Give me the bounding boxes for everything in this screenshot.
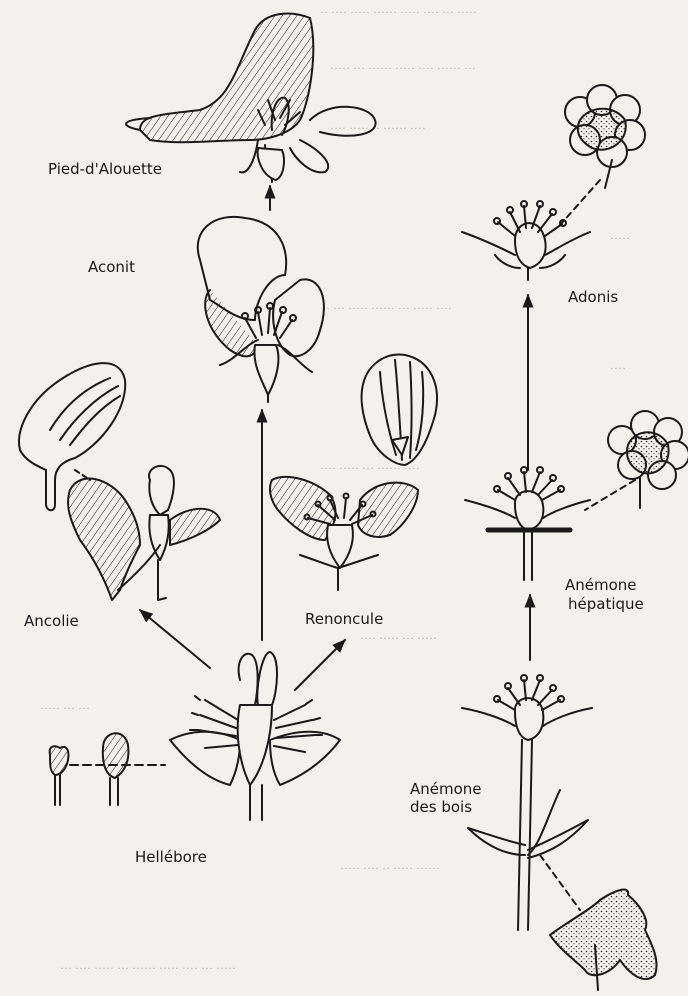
label-adonis: Adonis — [568, 288, 618, 306]
pied-alouette-flower-drawing — [126, 14, 375, 182]
label-aconit: Aconit — [88, 258, 135, 276]
hellebore-flower-drawing — [170, 652, 340, 820]
ancolie-flower-drawing — [68, 466, 220, 600]
arrow-hellebore-to-renoncule — [295, 640, 345, 690]
hepatique-fruit-drawing — [608, 411, 688, 508]
adonis-fruit-drawing — [565, 85, 645, 188]
hepatique-flower-drawing — [465, 467, 590, 580]
anemone-bois-flower-drawing — [462, 675, 592, 930]
label-anemone-bois-line1: Anémone — [410, 780, 482, 798]
label-anemone-hepatique-line2: hépatique — [568, 595, 644, 613]
renoncule-petal-drawing — [362, 355, 437, 465]
label-pied-alouette: Pied-d'Alouette — [48, 160, 162, 178]
label-anemone-bois-line2: des bois — [410, 798, 472, 816]
label-anemone-hepatique-line1: Anémone — [565, 576, 637, 594]
hellebore-follicle-drawing-1 — [50, 746, 69, 805]
adonis-dashed-link — [560, 180, 600, 225]
anemone-bois-leaf-drawing — [550, 890, 657, 990]
hepatique-dashed-link — [585, 480, 635, 510]
aconit-flower-drawing — [198, 217, 324, 402]
label-ancolie: Ancolie — [24, 612, 79, 630]
label-renoncule: Renoncule — [305, 610, 383, 628]
arrow-hellebore-to-ancolie — [140, 610, 210, 668]
bois-dashed-link — [540, 855, 580, 910]
hellebore-follicle-drawing-2 — [103, 733, 129, 805]
renoncule-flower-drawing — [270, 477, 418, 590]
label-hellebore: Hellébore — [135, 848, 207, 866]
